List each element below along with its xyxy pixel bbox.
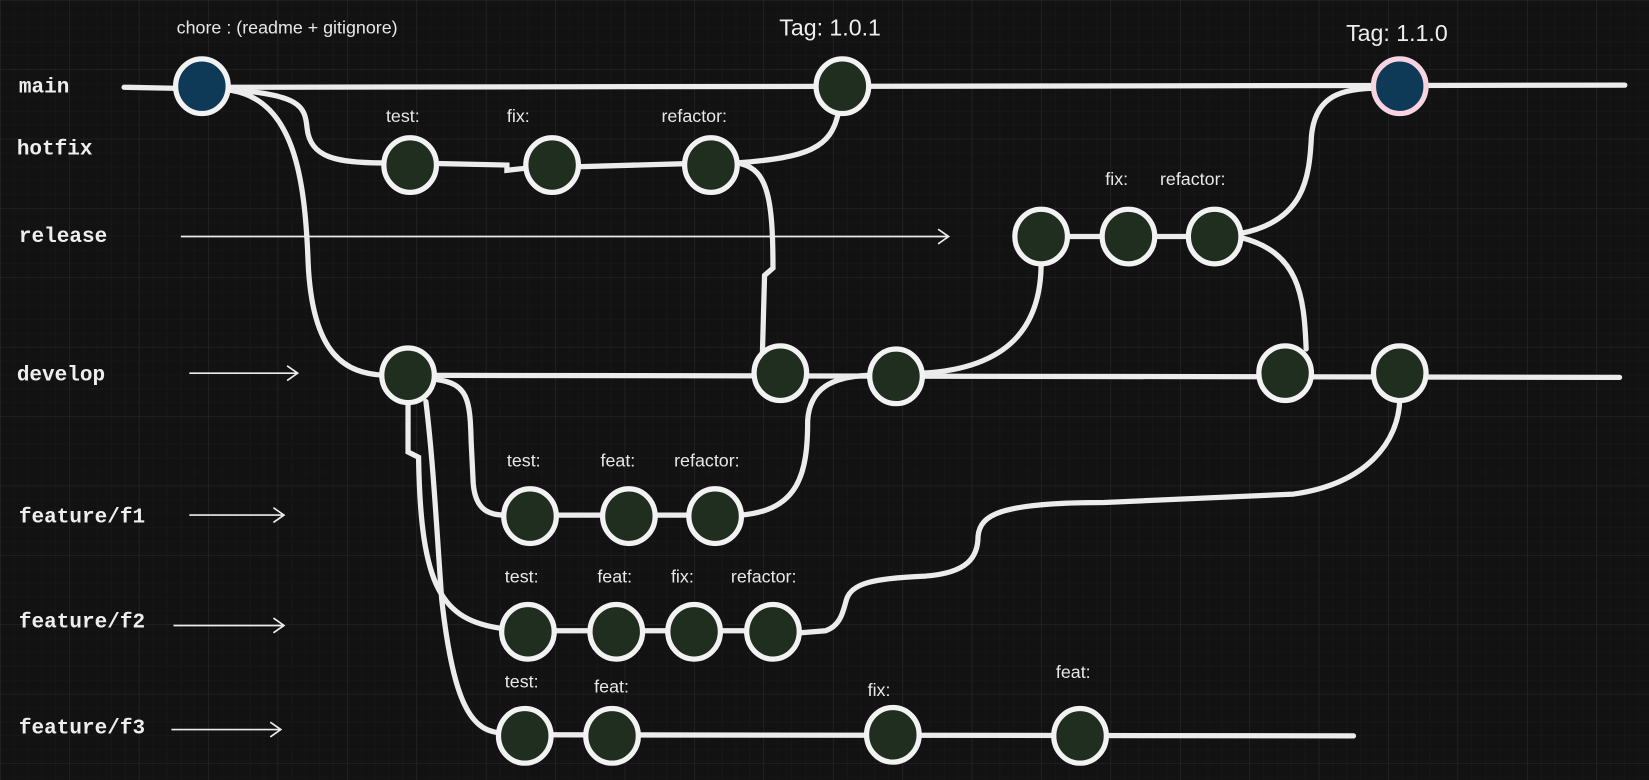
commit-f2-test[interactable] [499,601,557,662]
commit-f2-refactor[interactable] [744,601,802,662]
branch-lines [121,82,1628,739]
commit-main-tag-1-0-1[interactable] [813,56,872,117]
f3-line [522,732,1357,739]
commit-hotfix-refactor[interactable] [682,135,740,195]
branch-label-f2: feature/f2 [19,612,145,635]
commit-hotfix-fix[interactable] [523,135,582,195]
f2-to-develop [796,396,1403,636]
commit-develop-2[interactable] [751,343,810,404]
commit-release-fix[interactable] [1099,206,1158,267]
branch-label-release: release [19,226,107,249]
commit-f2-feat[interactable] [587,601,646,662]
develop-to-f3 [423,398,503,736]
branch-labels: main hotfix release develop feature/f1 f… [17,77,145,741]
develop-to-f2 [405,398,506,632]
commit-f3-test[interactable] [495,705,554,766]
release-to-develop [1238,234,1309,352]
release-arrow [180,228,951,245]
commit-f3-feat-2[interactable] [1051,705,1109,766]
label-main-chore: chore : (readme + gitignore) [177,18,398,38]
commit-main-tag-1-1-0[interactable] [1370,56,1429,117]
commit-f3-fix[interactable] [863,704,922,765]
label-f2-test: test: [505,566,539,586]
commit-develop-4[interactable] [1256,343,1315,404]
branch-label-f3: feature/f3 [19,718,145,741]
label-f1-feat: feat: [600,451,635,471]
f3-arrow [171,721,283,738]
commit-f1-test[interactable] [501,486,559,547]
commit-hotfix-test[interactable] [381,135,440,195]
branch-label-main: main [19,77,69,100]
develop-line [405,372,1623,381]
develop-to-f1 [433,376,508,518]
commit-develop-5[interactable] [1370,343,1429,404]
commit-release-refactor[interactable] [1185,206,1244,267]
main-to-develop [228,87,387,378]
branch-label-hotfix: hotfix [17,139,93,162]
label-tag-1-0-1: Tag: 1.0.1 [779,15,881,41]
label-f1-refactor: refactor: [674,451,740,471]
label-f3-test: test: [505,671,539,691]
commit-f1-feat[interactable] [599,486,658,547]
commits [172,56,1429,766]
f1-arrow [189,507,286,524]
main-to-hotfix [223,86,387,166]
release-to-main [1238,85,1376,236]
label-f3-fix: fix: [868,680,891,700]
label-hotfix-test: test: [386,106,420,126]
hotfix-line [407,160,714,174]
label-hotfix-fix: fix: [507,106,530,126]
commit-labels: chore : (readme + gitignore) Tag: 1.0.1 … [177,15,1448,700]
commit-f3-feat[interactable] [583,705,641,766]
label-f2-fix: fix: [671,566,694,586]
develop-to-release [920,260,1044,376]
label-f2-refactor: refactor: [731,566,797,586]
label-f1-test: test: [507,451,541,471]
label-f3-feat-2: feat: [1056,662,1091,682]
commit-develop-1[interactable] [379,345,437,406]
branch-label-f1: feature/f1 [19,506,145,529]
label-hotfix-refactor: refactor: [661,106,727,126]
commit-release-1[interactable] [1012,206,1071,267]
label-tag-1-1-0: Tag: 1.1.0 [1346,20,1448,46]
commit-main-chore[interactable] [172,56,231,117]
commit-f2-fix[interactable] [665,601,724,662]
hotfix-to-develop [738,161,776,355]
commit-f1-refactor[interactable] [686,486,745,547]
label-release-fix: fix: [1105,169,1128,189]
commit-develop-3[interactable] [867,346,925,407]
hotfix-to-main [733,110,841,166]
f2-arrow [173,617,286,634]
develop-arrow [189,365,300,382]
branch-arrows [171,228,951,738]
f1-to-develop [738,372,874,518]
label-f3-feat: feat: [594,677,629,697]
branch-label-develop: develop [17,365,105,388]
label-release-refactor: refactor: [1160,169,1226,189]
label-f2-feat: feat: [597,566,632,586]
